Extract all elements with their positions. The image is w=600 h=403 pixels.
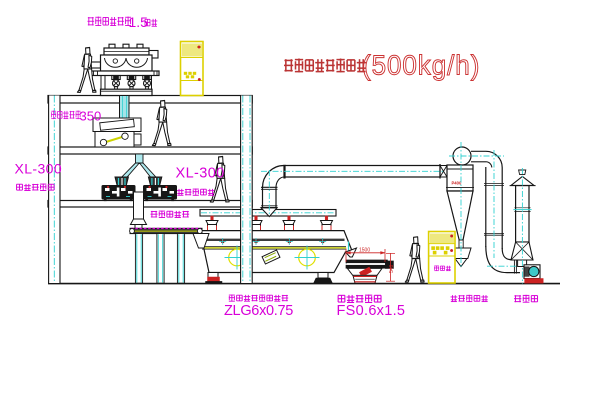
svg-text:XL-300: XL-300 [176, 166, 225, 182]
svg-text:1500: 1500 [359, 247, 370, 253]
svg-text:(500kg/h): (500kg/h) [362, 50, 480, 81]
svg-text:548: 548 [389, 264, 395, 273]
svg-text:XL-300: XL-300 [15, 161, 63, 177]
svg-text:ZLG6x0.75: ZLG6x0.75 [224, 303, 293, 319]
svg-text:FS0.6x1.5: FS0.6x1.5 [337, 303, 406, 319]
svg-text:350: 350 [80, 109, 102, 124]
svg-text:P400: P400 [452, 181, 462, 186]
svg-text:1.5: 1.5 [129, 14, 149, 30]
